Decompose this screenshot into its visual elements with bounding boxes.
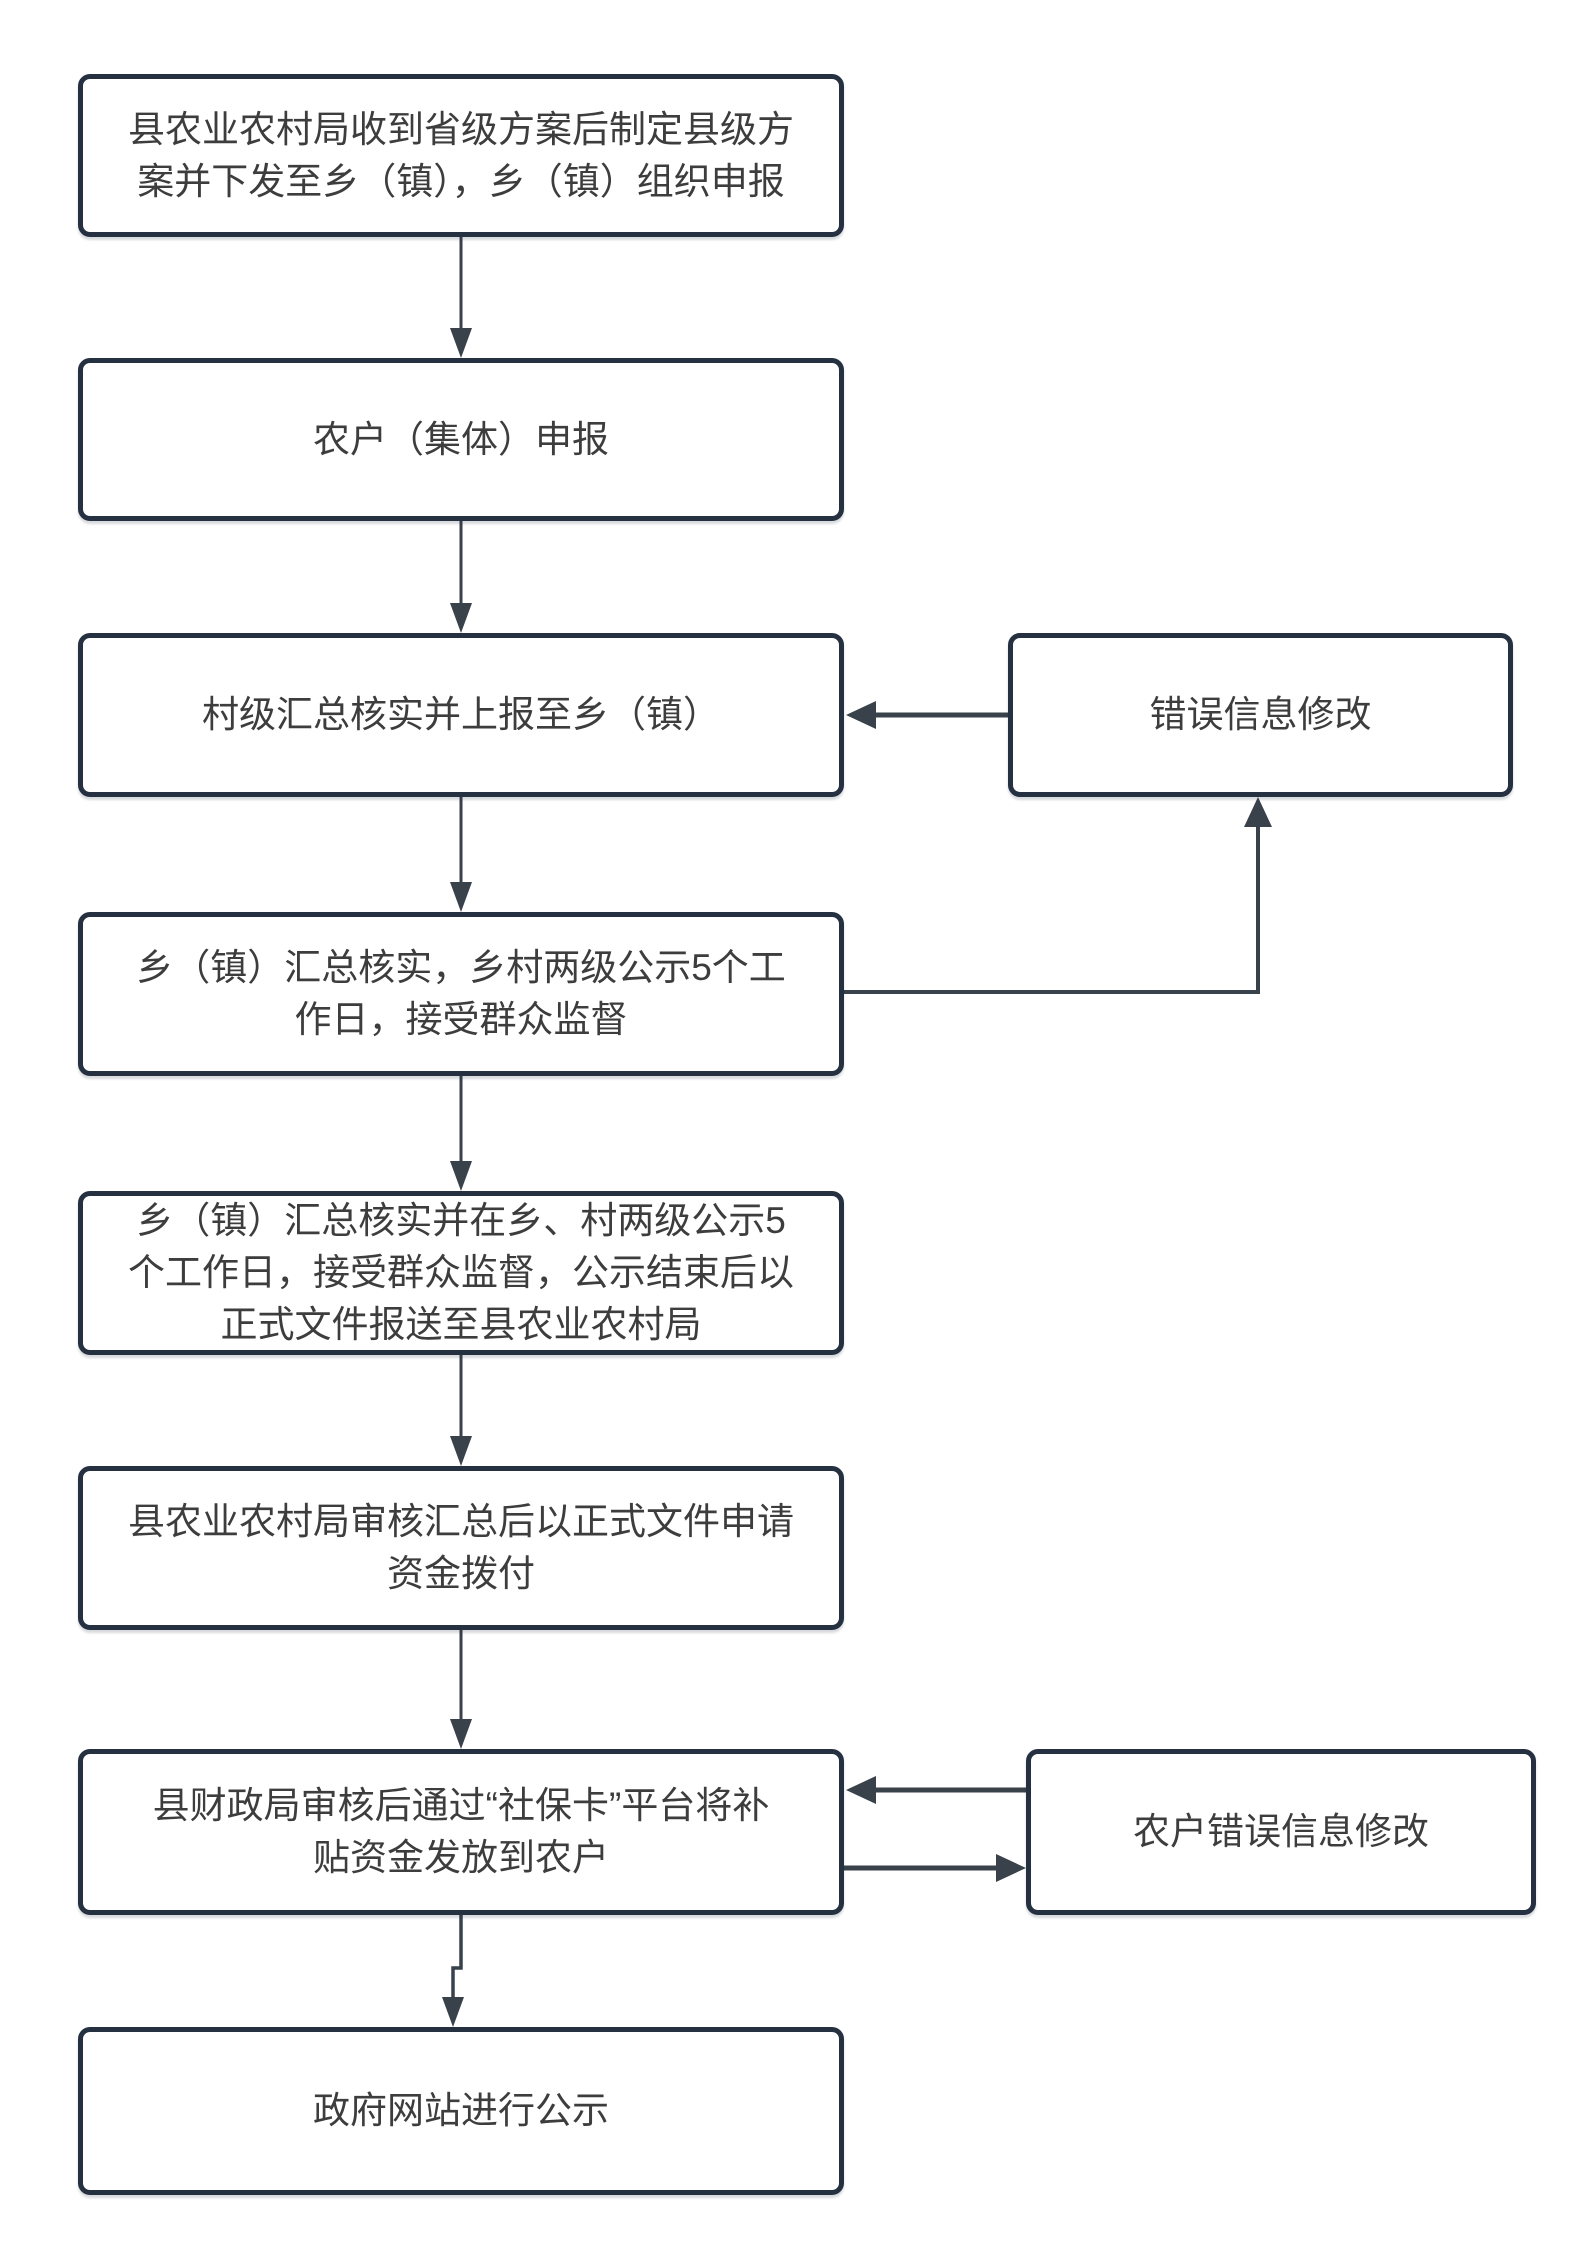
arrow-plan-to-apply	[450, 235, 472, 358]
node-farmer-error-correction: 农户错误信息修改	[1026, 1749, 1536, 1915]
node-gov-website-publicity: 政府网站进行公示	[78, 2027, 844, 2195]
node-farmer-apply: 农户（集体）申报	[78, 358, 844, 521]
arrow-farmer-correction-to-finance	[846, 1776, 1026, 1804]
arrow-town-to-correction	[844, 797, 1272, 994]
arrow-town-to-town-report	[450, 1074, 472, 1191]
arrow-finance-to-website	[442, 1913, 464, 2027]
node-finance-distribute-subsidy: 县财政局审核后通过“社保卡”平台将补 贴资金发放到农户	[78, 1749, 844, 1915]
node-county-plan-issue: 县农业农村局收到省级方案后制定县级方 案并下发至乡（镇），乡（镇）组织申报	[78, 74, 844, 237]
node-error-correction: 错误信息修改	[1008, 633, 1513, 797]
arrow-town-report-to-county	[450, 1353, 472, 1466]
node-town-verify-publicity: 乡（镇）汇总核实，乡村两级公示5个工 作日，接受群众监督	[78, 912, 844, 1076]
arrow-village-to-town	[450, 795, 472, 912]
node-village-verify-report: 村级汇总核实并上报至乡（镇）	[78, 633, 844, 797]
arrow-finance-to-farmer-correction	[844, 1854, 1026, 1882]
arrow-county-to-finance	[450, 1628, 472, 1749]
arrow-apply-to-village	[450, 519, 472, 633]
arrow-correction-to-village	[846, 701, 1008, 729]
node-county-review-apply-funds: 县农业农村局审核汇总后以正式文件申请 资金拨付	[78, 1466, 844, 1630]
node-town-verify-publicity-report: 乡（镇）汇总核实并在乡、村两级公示5 个工作日，接受群众监督，公示结束后以 正式…	[78, 1191, 844, 1355]
